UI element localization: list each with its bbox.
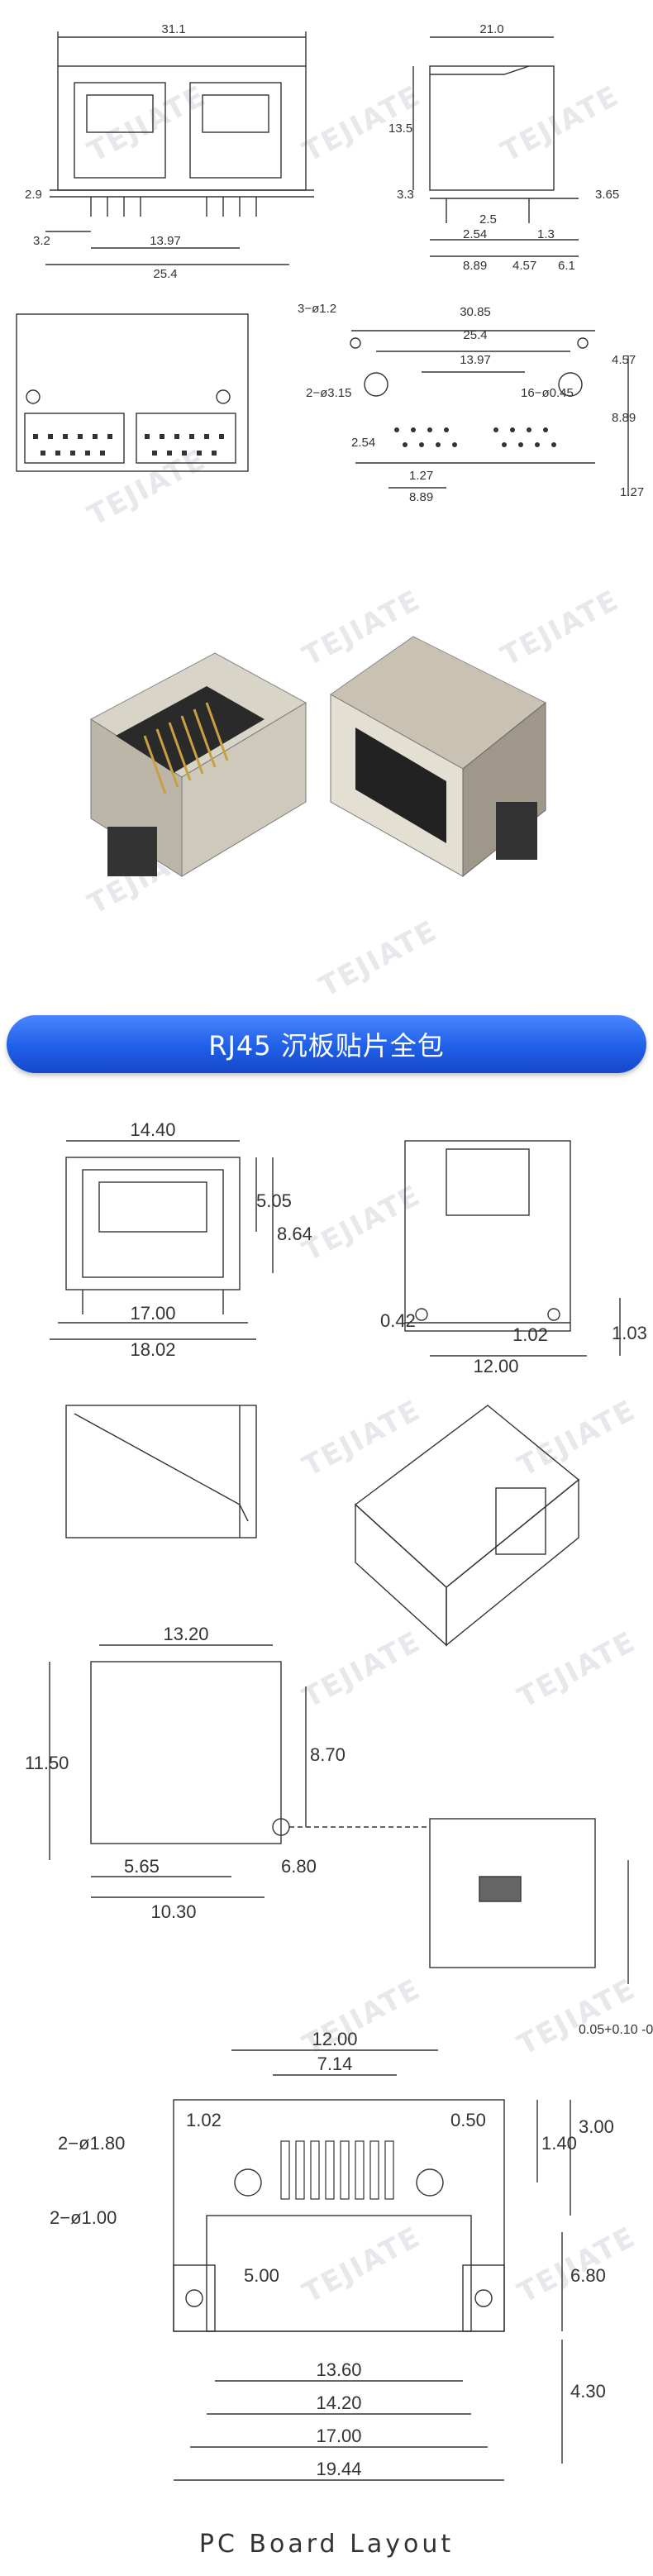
dim-label: 8.64	[277, 1224, 312, 1244]
dim-label: 8.89	[612, 411, 636, 425]
dim-label: 2.9	[25, 188, 42, 202]
drawing-section-1: 31.1 2.9 3.2 13.97 25.4 21.0 13.5 3.3 2.…	[16, 22, 644, 504]
connector-back-image	[330, 636, 546, 878]
dim-label: 14.20	[316, 2392, 361, 2413]
dim-label: 2.54	[351, 436, 375, 450]
dim-label: 4.57	[512, 259, 536, 273]
dim-label: 2−ø1.00	[50, 2207, 117, 2228]
dim-label: 30.85	[460, 305, 491, 319]
dim-label: 6.80	[281, 1856, 317, 1877]
dim-label: 1.03	[612, 1323, 647, 1343]
dim-label: 3.65	[595, 188, 619, 202]
dim-label: 10.30	[150, 1901, 196, 1922]
dim-label: 1.40	[541, 2133, 577, 2154]
dim-label: 3.3	[397, 188, 414, 202]
dim-label: 18.02	[130, 1339, 175, 1360]
dim-label: 2−ø3.15	[306, 386, 351, 400]
dim-label: 19.44	[316, 2459, 361, 2479]
dim-label: 25.4	[463, 328, 487, 342]
dim-label: 25.4	[153, 267, 177, 281]
dim-label: 8.89	[409, 490, 433, 504]
dim-label: 1.27	[409, 469, 433, 483]
dim-label: 0.05+0.10 -0.05	[579, 2023, 653, 2037]
dim-label: 13.20	[163, 1624, 208, 1644]
dim-label: 21.0	[479, 22, 503, 36]
dim-label: 0.50	[450, 2110, 486, 2130]
dim-label: 16−ø0.45	[521, 386, 574, 400]
dim-label: 17.00	[316, 2426, 361, 2446]
dim-label: 1.27	[620, 485, 644, 499]
dim-label: 13.60	[316, 2359, 361, 2380]
dim-label: 3.00	[579, 2116, 614, 2137]
connector-front-image	[90, 652, 307, 877]
dim-label: 13.97	[150, 234, 181, 248]
dim-label: 7.14	[317, 2054, 353, 2074]
dim-label: 8.89	[463, 259, 487, 273]
dim-label: 6.1	[558, 259, 575, 273]
dim-label: 5.05	[256, 1190, 292, 1211]
dim-label: 14.40	[130, 1119, 175, 1140]
section-banner: RJ45 沉板贴片全包	[7, 1015, 646, 1073]
dim-label: 0.42	[380, 1310, 416, 1331]
product-photo	[90, 636, 546, 878]
dim-label: 6.80	[570, 2265, 606, 2286]
dim-label: 5.00	[244, 2265, 279, 2286]
dim-label: 1.02	[512, 1324, 548, 1345]
dim-label: 3.2	[33, 234, 50, 248]
dim-label: 31.1	[161, 22, 185, 36]
drawing-section-2: 14.40 5.05 8.64 17.00 18.02 0.42 1.02 12…	[25, 1119, 653, 2481]
pcb-layout-title: PC Board Layout	[198, 2530, 455, 2559]
dim-label: 1.02	[186, 2110, 222, 2130]
dim-label: 5.65	[124, 1856, 160, 1877]
dim-label: 8.70	[310, 1744, 346, 1765]
dim-label: 13.5	[388, 122, 412, 136]
dim-label: 2.5	[479, 212, 497, 227]
dim-label: 2−ø1.80	[58, 2133, 125, 2154]
dim-label: 12.00	[473, 1356, 518, 1376]
dim-label: 17.00	[130, 1303, 175, 1324]
dim-label: 1.3	[537, 227, 555, 241]
banner-title: RJ45 沉板贴片全包	[208, 1030, 445, 1061]
dim-label: 13.97	[460, 353, 491, 367]
dim-label: 11.50	[25, 1753, 69, 1773]
dim-label: 2.54	[463, 227, 487, 241]
dim-label: 4.57	[612, 353, 636, 367]
dim-label: 3−ø1.2	[298, 302, 336, 316]
dim-label: 4.30	[570, 2381, 606, 2402]
dim-label: 12.00	[312, 2029, 357, 2049]
